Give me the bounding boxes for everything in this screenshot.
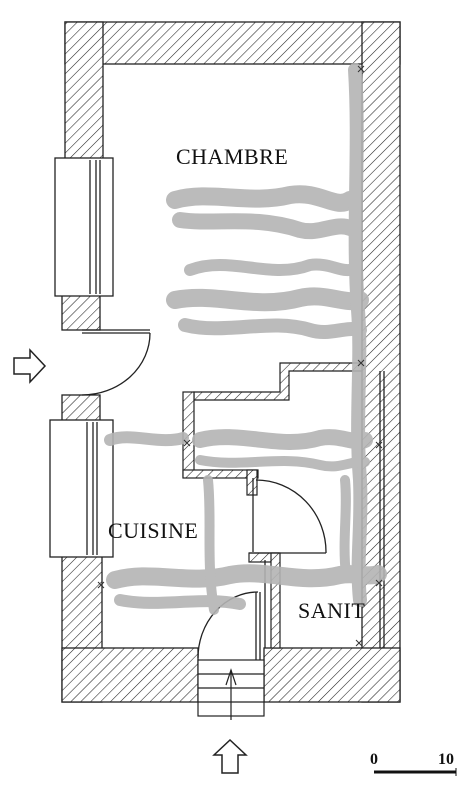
entry-steps <box>197 659 265 720</box>
room-label-cuisine: CUISINE <box>108 518 198 543</box>
interior-partitions <box>182 362 363 649</box>
scale-end-label: 10 <box>438 751 454 768</box>
scale-bar: 0 10 <box>370 751 457 776</box>
window-upper <box>54 157 114 297</box>
arrow-up-icon <box>212 738 248 774</box>
door-inner <box>249 478 327 554</box>
door-side <box>81 329 151 396</box>
arrow-right-icon <box>13 348 47 384</box>
room-label-chambre: CHAMBRE <box>176 144 288 169</box>
exterior-walls <box>61 21 401 703</box>
scale-start-label: 0 <box>370 751 378 768</box>
pencil-stains <box>104 63 387 615</box>
window-lower <box>49 419 114 558</box>
room-label-sanit: SANIT <box>298 598 365 623</box>
survey-marks <box>97 65 383 647</box>
